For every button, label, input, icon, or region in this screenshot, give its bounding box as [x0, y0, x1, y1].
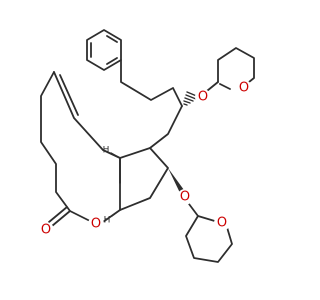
hydrogen-stereo-lower: H: [104, 216, 111, 226]
molecule-svg: O O O O O O H H: [38, 29, 255, 263]
stereo-hydrogens: [110, 152, 121, 217]
oxygen-ring-lower: O: [217, 216, 227, 231]
molecule-diagram: O O O O O O H H: [38, 29, 255, 263]
side-chain: [120, 59, 183, 149]
phenyl-ring: [86, 29, 122, 71]
hydrogen-stereo-upper: H: [103, 146, 110, 156]
cyclopentane-ring: [119, 147, 169, 211]
oxygen-ether-lower: O: [180, 190, 190, 205]
oxygen-ring-upper: O: [239, 81, 249, 96]
oxygen-carbonyl: O: [41, 223, 51, 238]
oxygen-lactone-ring: O: [91, 217, 101, 232]
oxygen-ether-upper: O: [198, 90, 208, 105]
atom-labels: O O O O O O H H: [38, 80, 252, 238]
lower-thp-ring: [185, 199, 233, 263]
wedge-bond-lower: [168, 168, 184, 193]
